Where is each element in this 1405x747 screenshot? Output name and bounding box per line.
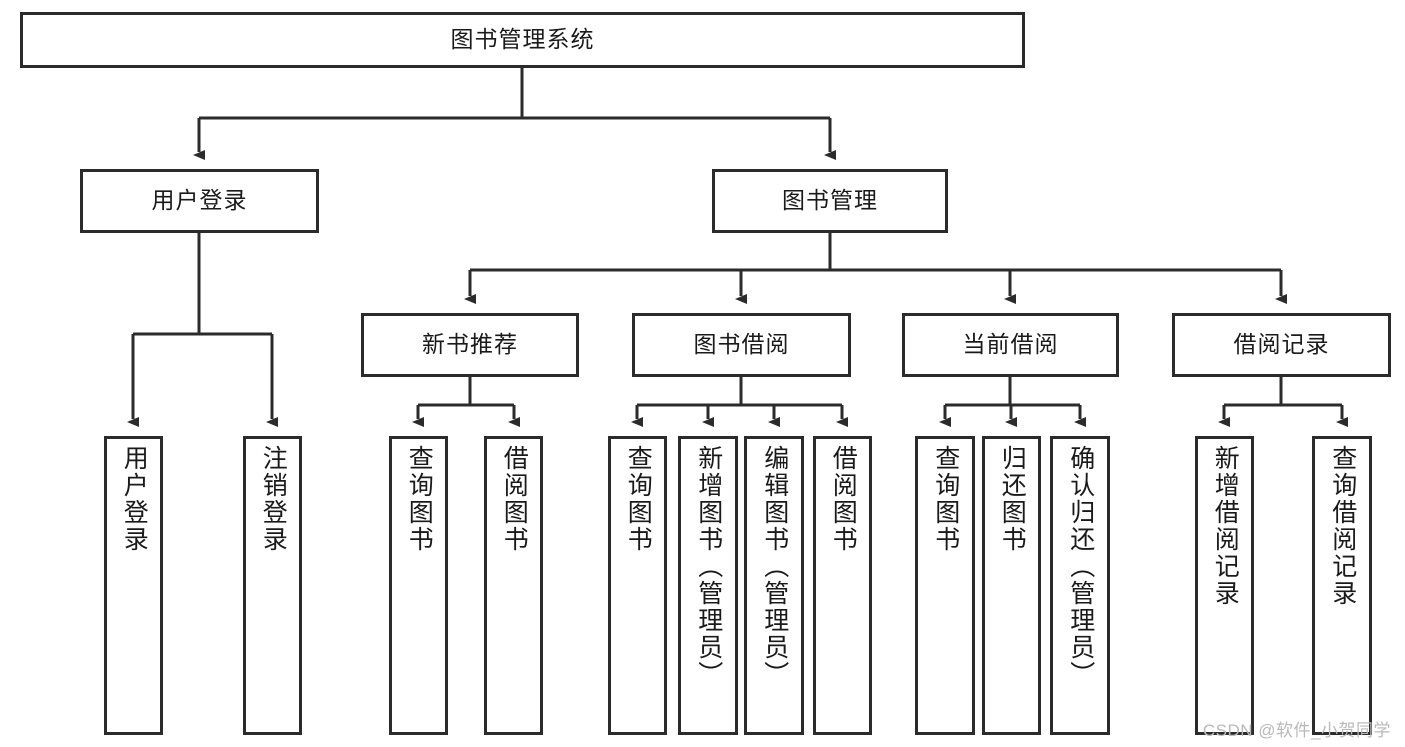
node-leaf-add-book-admin[interactable]: 新增图书（管理员） [678, 436, 738, 735]
node-label: 用户登录 [151, 187, 248, 214]
node-label: 借阅记录 [1233, 331, 1330, 358]
csdn-watermark: CSDN @软件_小贺同学 [1202, 721, 1391, 740]
node-user-login[interactable]: 用户登录 [80, 169, 319, 233]
node-label: 查询图书 [931, 445, 960, 553]
node-leaf-query-book-cb[interactable]: 查询图书 [915, 436, 975, 735]
node-label: 借阅图书 [500, 445, 529, 553]
node-label: 借阅图书 [829, 445, 858, 553]
node-leaf-borrow-book-bb[interactable]: 借阅图书 [813, 436, 872, 735]
node-leaf-query-book-bb[interactable]: 查询图书 [608, 436, 667, 735]
node-label: 注销登录 [259, 445, 288, 553]
node-label: 查询借阅记录 [1328, 445, 1357, 607]
node-label: 新增图书（管理员） [694, 445, 723, 688]
node-book-borrow[interactable]: 图书借阅 [632, 313, 851, 377]
node-label: 当前借阅 [962, 331, 1059, 358]
node-leaf-query-borrow-record[interactable]: 查询借阅记录 [1312, 436, 1372, 735]
node-leaf-logout[interactable]: 注销登录 [243, 436, 302, 735]
node-label: 图书管理系统 [450, 26, 595, 53]
node-label: 查询图书 [405, 445, 434, 553]
node-leaf-borrow-book-nb[interactable]: 借阅图书 [484, 436, 543, 735]
node-label: 图书借阅 [693, 331, 790, 358]
node-label: 图书管理 [782, 187, 878, 214]
node-leaf-return-book[interactable]: 归还图书 [982, 436, 1041, 735]
node-label: 确认归还（管理员） [1066, 445, 1095, 688]
node-leaf-add-borrow-record[interactable]: 新增借阅记录 [1195, 436, 1254, 735]
node-leaf-confirm-return-admin[interactable]: 确认归还（管理员） [1050, 436, 1110, 735]
node-label: 归还图书 [998, 445, 1027, 553]
node-label: 查询图书 [624, 445, 653, 553]
node-new-book-recommend[interactable]: 新书推荐 [361, 313, 579, 377]
node-label: 新书推荐 [422, 331, 518, 358]
node-label: 编辑图书（管理员） [760, 445, 789, 688]
node-label: 新增借阅记录 [1211, 445, 1240, 607]
node-borrow-record[interactable]: 借阅记录 [1172, 313, 1391, 377]
node-leaf-edit-book-admin[interactable]: 编辑图书（管理员） [744, 436, 804, 735]
node-leaf-query-book-nb[interactable]: 查询图书 [389, 436, 448, 735]
node-label: 用户登录 [120, 445, 149, 553]
node-root-system[interactable]: 图书管理系统 [20, 12, 1025, 68]
node-book-management[interactable]: 图书管理 [712, 169, 948, 233]
node-current-borrow[interactable]: 当前借阅 [902, 313, 1119, 377]
node-leaf-user-login[interactable]: 用户登录 [104, 436, 163, 735]
